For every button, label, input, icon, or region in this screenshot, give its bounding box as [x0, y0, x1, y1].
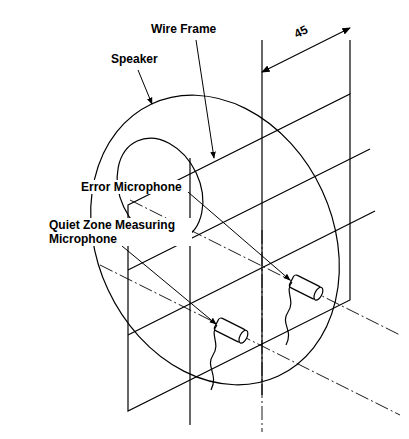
- microphone-cable: [210, 325, 217, 390]
- part-name: Quiet Zone Measuring Microphone: [48, 218, 192, 246]
- microphone: [213, 317, 249, 345]
- part-name: Speaker: [110, 52, 159, 66]
- part-name: Wire Frame: [150, 22, 217, 36]
- dimension: 45: [291, 22, 311, 41]
- microphone-cable: [285, 282, 292, 345]
- part-name: Error Microphone: [80, 180, 183, 194]
- speaker-outline: [45, 54, 386, 426]
- microphone: [288, 274, 324, 302]
